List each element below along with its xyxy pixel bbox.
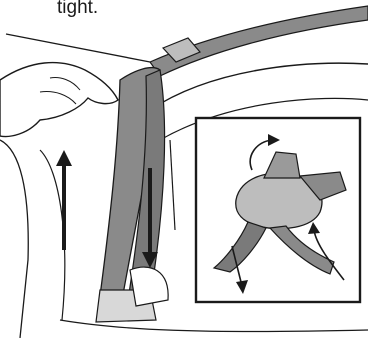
seat-shell-outline	[150, 63, 368, 110]
lower-pad	[130, 267, 168, 306]
hand-illustration	[0, 63, 118, 137]
leader-line	[6, 34, 150, 62]
seat-left-pad	[40, 150, 65, 320]
seat-left-edge	[0, 140, 28, 338]
seat-shell-right	[170, 140, 175, 230]
